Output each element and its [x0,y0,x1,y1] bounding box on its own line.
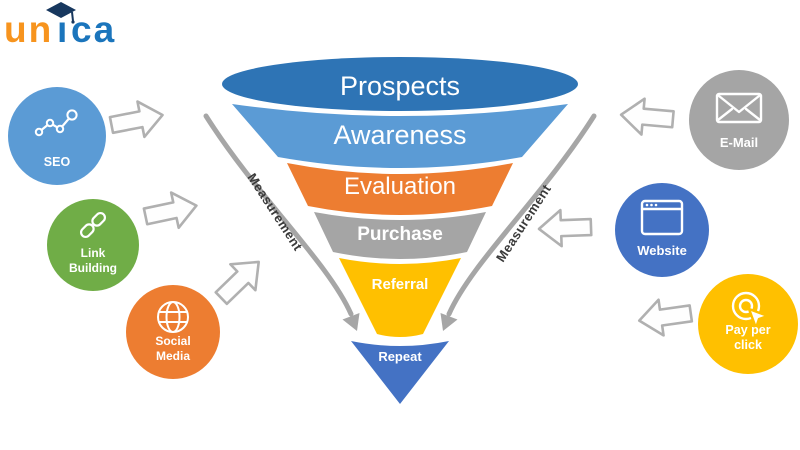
unica-logo: un ı ca [4,2,116,50]
channel-seo: SEO [8,87,106,185]
funnel-stage-evaluation-label: Evaluation [344,173,456,200]
arrow-socialmedia-to-funnel-icon [214,260,261,306]
chain-link-icon [79,211,107,239]
measurement-left-curve [203,113,354,317]
measurement-left-arrowhead [342,313,360,331]
channel-pay-per-click: Pay per click [698,274,798,374]
funnel-stage-evaluation [287,163,513,215]
measurement-right-arrowhead [440,313,458,331]
channel-pay-per-click-label-line1: Pay per [725,323,770,337]
arrow-seo-to-funnel-icon [108,100,164,139]
pay-per-click-icon [731,291,770,330]
channel-pay-per-click-label-line2: click [734,338,762,352]
measurement-left-label: Measurement [244,170,305,253]
channel-link-building-label-line1: Link [81,246,106,260]
browser-window-icon [640,199,684,236]
funnel-stage-prospects [222,57,578,111]
measurement-right-curve [446,113,597,317]
channel-pay-per-click-circle [698,274,798,374]
funnel-stage-purchase-label: Purchase [357,224,443,245]
logo-text-i: ı [57,9,67,50]
channel-social-media: Social Media [126,285,220,379]
channel-email-circle [689,70,789,170]
arrow-email-to-funnel-icon [619,97,675,136]
globe-icon [157,301,189,333]
logo-text-un: un [4,9,53,50]
seo-chart-icon [34,109,78,137]
funnel-stage-referral [339,258,461,337]
funnel: Prospects Awareness Evaluation Purchase … [222,57,578,404]
channel-link-building-circle [47,199,139,291]
channel-link-building: Link Building [47,199,139,291]
arrow-linkbuilding-to-funnel-icon [142,191,198,230]
funnel-stage-awareness [232,104,568,168]
graduation-cap-icon [46,2,76,24]
channel-seo-label: SEO [44,155,71,169]
channel-website-label: Website [637,243,687,258]
funnel-stage-purchase [314,212,486,259]
funnel-stage-awareness-label: Awareness [333,120,466,150]
logo-text-ca: ca [71,9,116,50]
email-envelope-icon [715,92,763,124]
funnel-stage-prospects-label: Prospects [340,71,460,101]
channel-website: Website [615,183,709,277]
funnel-stage-referral-label: Referral [372,276,429,293]
channel-seo-circle [8,87,106,185]
flow-arrows [108,97,694,337]
channel-website-circle [615,183,709,277]
channel-social-media-label-line2: Media [156,349,190,363]
channel-email: E-Mail [689,70,789,170]
funnel-stage-repeat-label: Repeat [378,349,422,364]
arrow-payperclick-to-funnel-icon [637,298,694,337]
funnel-stage-repeat [351,341,449,404]
channel-link-building-label-line2: Building [69,261,117,275]
channel-social-media-label-line1: Social [155,334,190,348]
arrow-website-to-funnel-icon [537,208,593,248]
channel-email-label: E-Mail [720,135,758,150]
